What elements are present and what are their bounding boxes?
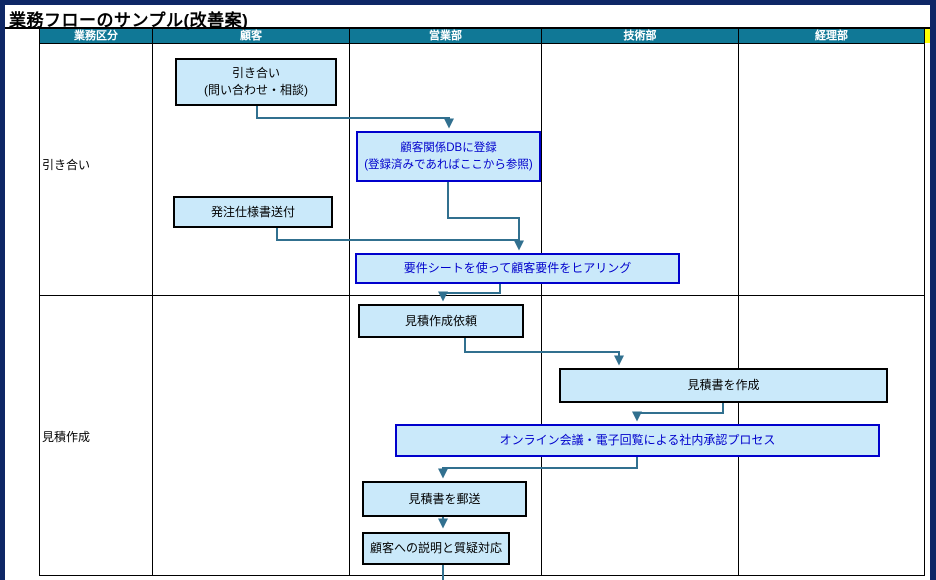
grid-line — [152, 28, 153, 575]
grid-line — [39, 28, 40, 575]
connector-request-to-create — [464, 338, 624, 366]
connector-inquiry-to-db — [256, 106, 454, 129]
row-divider — [39, 295, 925, 296]
row-divider — [39, 575, 925, 576]
flow-box-quote-request[interactable]: 見積作成依頼 — [358, 304, 524, 338]
connector-spec-to-hearing — [276, 228, 518, 241]
lane-header-customer: 顧客 — [153, 29, 349, 43]
page-title: 業務フローのサンプル(改善案) — [9, 11, 249, 30]
flow-box-customer-explain[interactable]: 顧客への説明と質疑対応 — [362, 532, 510, 565]
grid-line — [738, 28, 739, 575]
row-label-inquiry: 引き合い — [42, 158, 91, 172]
title-underline — [5, 27, 930, 29]
flow-box-inquiry[interactable]: 引き合い (問い合わせ・相談) — [175, 58, 337, 106]
flow-box-quote-mail[interactable]: 見積書を郵送 — [362, 481, 527, 517]
lane-header-accounting: 経理部 — [739, 29, 924, 43]
header-bottom-line — [39, 43, 925, 44]
lane-header-engineering: 技術部 — [542, 29, 738, 43]
row-label-quotation: 見積作成 — [42, 430, 91, 444]
flow-box-quote-create[interactable]: 見積書を作成 — [559, 368, 888, 403]
grid-line — [541, 28, 542, 575]
flow-box-approval[interactable]: オンライン会議・電子回覧による社内承認プロセス — [395, 424, 880, 457]
flow-box-send-spec[interactable]: 発注仕様書送付 — [173, 196, 333, 228]
grid-line — [924, 28, 925, 575]
connector-create-to-approval — [632, 403, 724, 422]
lane-header-category: 業務区分 — [40, 29, 152, 43]
lane-header-sales: 営業部 — [350, 29, 541, 43]
connector-hearing-to-request — [438, 284, 501, 302]
grid-line — [349, 28, 350, 575]
connector-db-to-hearing — [447, 182, 524, 251]
flow-box-db-register[interactable]: 顧客関係DBに登録 (登録済みであればここから参照) — [356, 131, 541, 182]
flow-box-hearing[interactable]: 要件シートを使って顧客要件をヒアリング — [355, 253, 680, 284]
connector-approval-to-mail — [438, 457, 638, 479]
partial-next-lane-cell — [924, 29, 930, 43]
